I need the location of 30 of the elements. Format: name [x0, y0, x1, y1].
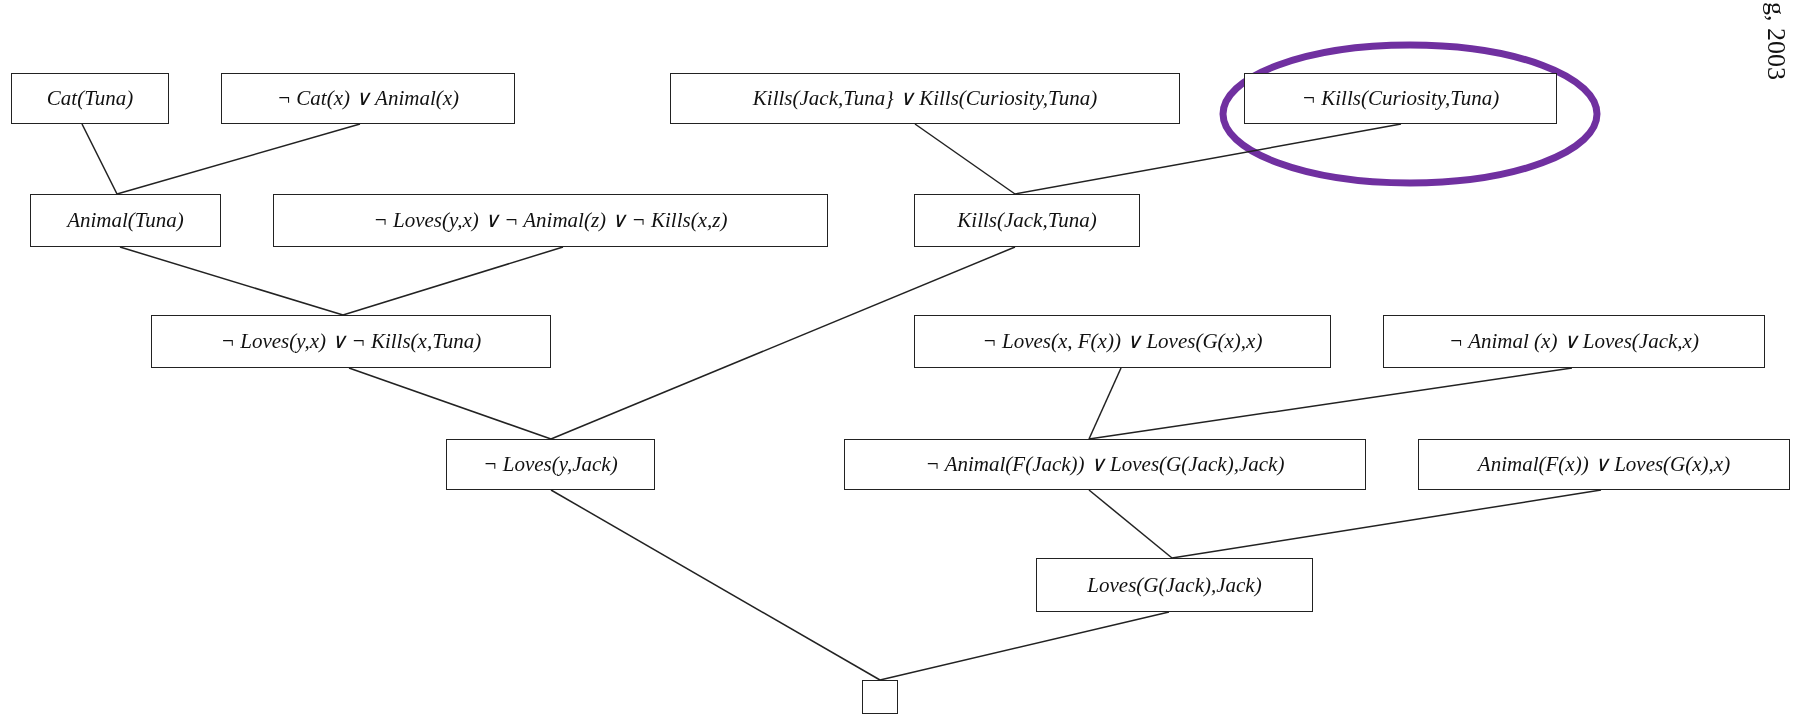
clause-box: Animal(F(x)) ∨ Loves(G(x),x) — [1418, 439, 1790, 490]
clause-box: ¬ Cat(x) ∨ Animal(x) — [221, 73, 515, 124]
connector-line — [550, 246, 1016, 440]
empty-clause-box — [862, 680, 898, 714]
connector-line — [914, 123, 1016, 195]
clause-box: Kills(Jack,Tuna} ∨ Kills(Curiosity,Tuna) — [670, 73, 1180, 124]
clause-box: Kills(Jack,Tuna) — [914, 194, 1140, 247]
clause-box: ¬ Loves(y,x) ∨ ¬ Kills(x,Tuna) — [151, 315, 551, 368]
connector-line — [116, 123, 361, 195]
connector-line — [342, 246, 564, 316]
clause-box: ¬ Loves(x, F(x)) ∨ Loves(G(x),x) — [914, 315, 1331, 368]
connector-line — [1088, 367, 1122, 440]
connector-line — [550, 489, 881, 681]
clause-box: ¬ Loves(y,x) ∨ ¬ Animal(z) ∨ ¬ Kills(x,z) — [273, 194, 828, 247]
clause-box: Loves(G(Jack),Jack) — [1036, 558, 1313, 612]
clause-box: ¬ Loves(y,Jack) — [446, 439, 655, 490]
connector-line — [81, 123, 118, 195]
clause-box: Cat(Tuna) — [11, 73, 169, 124]
connector-line — [119, 246, 344, 316]
clause-box: ¬ Animal (x) ∨ Loves(Jack,x) — [1383, 315, 1765, 368]
clause-box: ¬ Animal(F(Jack)) ∨ Loves(G(Jack),Jack) — [844, 439, 1366, 490]
connector-line — [879, 611, 1170, 681]
connector-line — [348, 367, 552, 440]
clause-box: ¬ Kills(Curiosity,Tuna) — [1244, 73, 1557, 124]
connector-line — [1014, 123, 1402, 195]
rotated-note: g, 2003 — [1761, 2, 1791, 80]
connector-line — [1171, 489, 1602, 559]
clause-box: Animal(Tuna) — [30, 194, 221, 247]
connector-line — [1088, 367, 1573, 440]
connector-line — [1088, 489, 1173, 559]
